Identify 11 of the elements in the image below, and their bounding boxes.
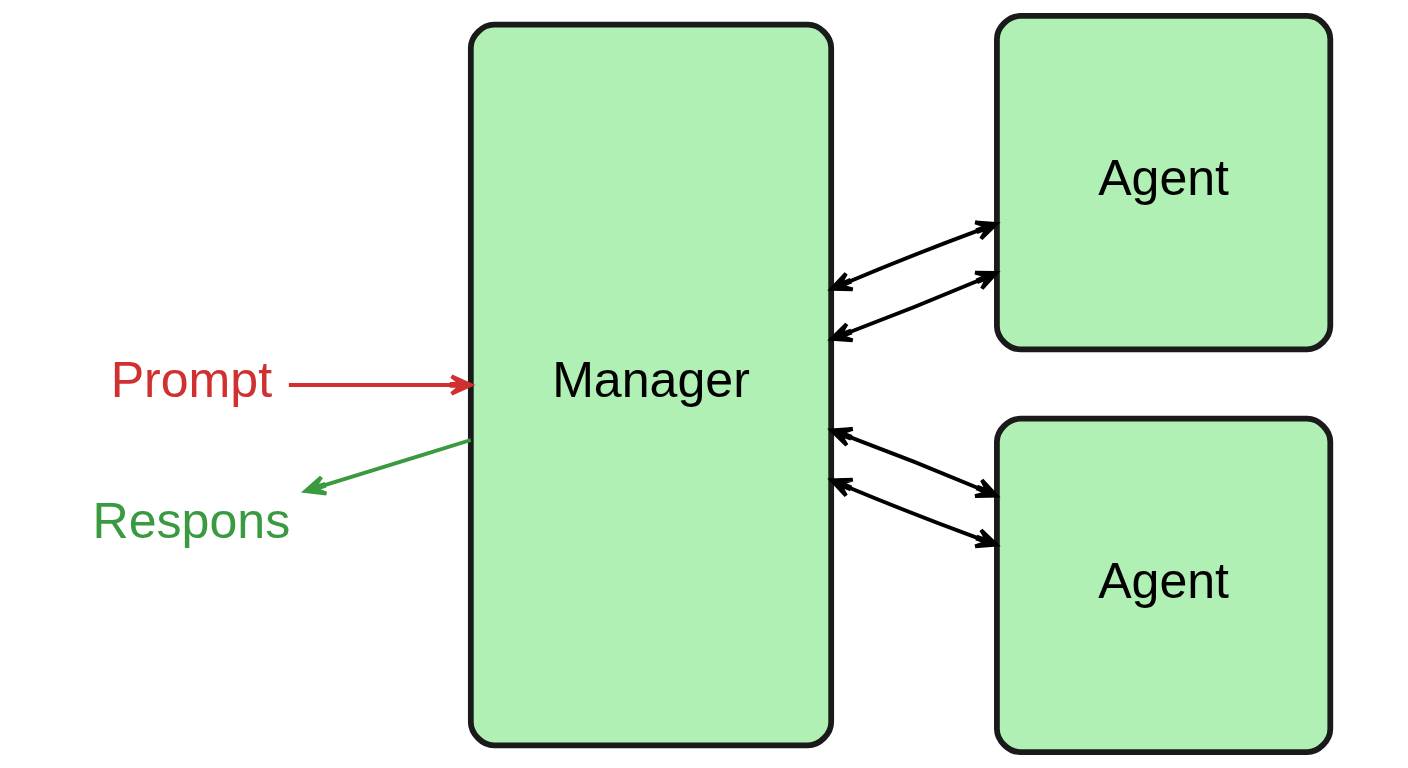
arrow (303, 438, 472, 496)
node-text: Respons (92, 492, 291, 549)
node-box: Agent (994, 415, 1334, 755)
arrow (288, 374, 473, 396)
node-text: Prompt (110, 352, 273, 409)
node-box: Manager (467, 21, 835, 749)
node-box: Agent (994, 13, 1334, 353)
arrow (829, 220, 999, 292)
arrow (829, 427, 999, 499)
arrow (829, 477, 999, 549)
arrow (829, 270, 999, 343)
